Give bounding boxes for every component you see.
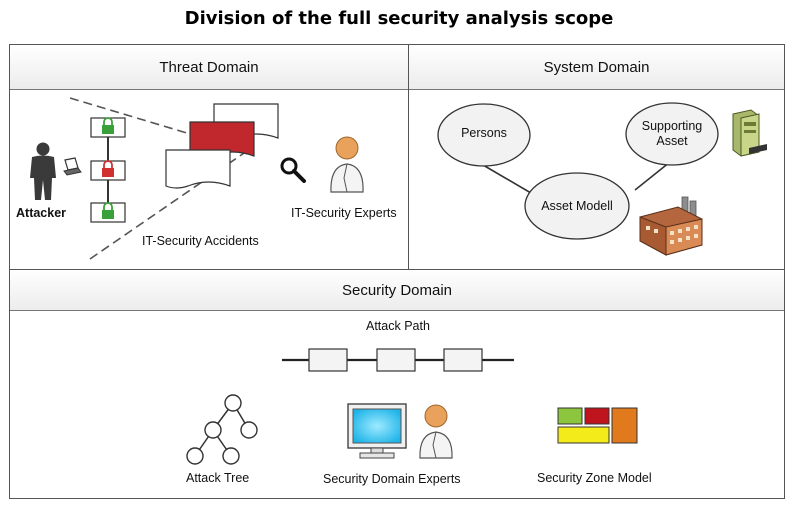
laptop-icon [63, 157, 82, 176]
attack-tree-label: Attack Tree [186, 471, 250, 485]
asset-model-oval [524, 172, 630, 240]
monitor-icon [347, 403, 407, 459]
lock-chain-icon [90, 117, 126, 223]
persons-oval [437, 103, 531, 167]
attack-path-icon [282, 348, 514, 372]
magnifier-icon [280, 157, 306, 183]
system-domain-header: System Domain [409, 45, 784, 90]
security-accidents-documents-icon [165, 103, 279, 189]
computer-tower-icon [732, 109, 767, 157]
security-domain-header: Security Domain [10, 270, 784, 311]
security-accidents-label: IT-Security Accidents [142, 234, 259, 248]
it-security-expert-icon [330, 136, 364, 193]
security-domain-experts-label: Security Domain Experts [323, 472, 461, 486]
persons-label: Persons [461, 126, 507, 140]
threat-domain-header: Threat Domain [10, 45, 408, 90]
security-domain-box: Security Domain [9, 269, 785, 499]
asset-model-label: Asset Modell [541, 199, 613, 213]
supporting-asset-oval [625, 102, 719, 166]
diagram-title: Division of the full security analysis s… [184, 8, 614, 29]
it-security-experts-label: IT-Security Experts [291, 206, 397, 220]
security-domain-expert-icon [419, 404, 453, 459]
attack-path-label: Attack Path [366, 319, 430, 333]
attack-tree-icon [186, 394, 258, 465]
attacker-label: Attacker [16, 206, 67, 220]
supporting-asset-label: Supporting Asset [641, 119, 703, 148]
factory-icon [639, 196, 703, 256]
security-zone-model-icon [557, 407, 638, 444]
security-zone-model-label: Security Zone Model [537, 471, 652, 485]
attacker-icon [30, 142, 56, 200]
